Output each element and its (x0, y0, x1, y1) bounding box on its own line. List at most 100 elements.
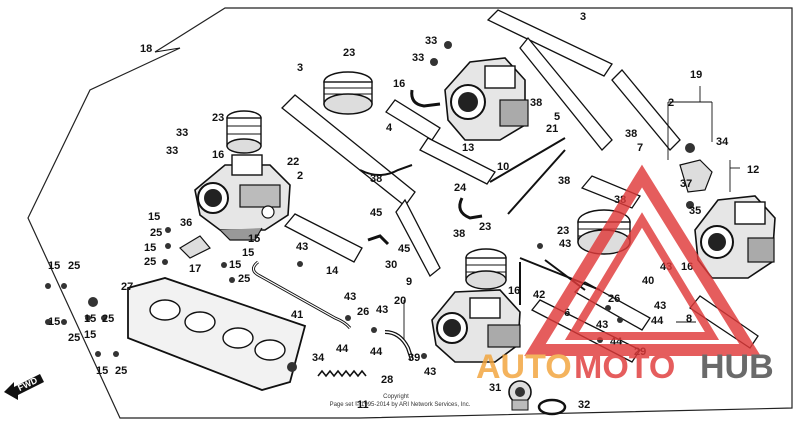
callout-30: 30 (385, 259, 397, 271)
callout-42: 42 (533, 289, 545, 301)
callout-2: 2 (297, 170, 303, 182)
callout-15: 15 (248, 233, 260, 245)
callout-43: 43 (559, 238, 571, 250)
callout-15: 15 (84, 329, 96, 341)
callout-44: 44 (336, 343, 349, 355)
callout-43: 43 (376, 304, 388, 316)
callout-33: 33 (166, 145, 178, 157)
callout-41: 41 (291, 309, 303, 321)
callout-15: 15 (48, 316, 60, 328)
callout-24: 24 (454, 182, 467, 194)
right-carburetor (577, 143, 776, 279)
callout-12: 12 (747, 164, 759, 176)
callout-20: 20 (394, 295, 406, 307)
callout-38: 38 (370, 173, 382, 185)
callout-34: 34 (716, 136, 729, 148)
callout-16: 16 (393, 78, 405, 90)
callout-35: 35 (689, 205, 701, 217)
callout-32: 32 (578, 399, 590, 411)
linkage-rods (359, 137, 601, 305)
callout-10: 10 (497, 161, 509, 173)
watermark-auto: AUTO (476, 348, 572, 386)
bracket (179, 235, 211, 259)
callout-4: 4 (386, 122, 393, 134)
callout-15: 15 (144, 242, 156, 254)
copyright-line-2: Page set © 1995-2014 by ARI Network Serv… (330, 401, 471, 408)
callout-38: 38 (558, 175, 570, 187)
callout-16: 16 (212, 149, 224, 161)
callout-19: 19 (690, 69, 702, 81)
callout-13: 13 (462, 142, 474, 154)
callout-34: 34 (312, 352, 325, 364)
callout-17: 17 (189, 263, 201, 275)
watermark-hub: HUB (700, 348, 774, 386)
callout-18: 18 (140, 43, 152, 55)
watermark-logo: AUTO MOTO HUB (476, 164, 774, 386)
callout-15: 15 (148, 211, 160, 223)
callout-43: 43 (344, 291, 356, 303)
callout-9: 9 (406, 276, 412, 288)
callout-38: 38 (453, 228, 465, 240)
callout-15: 15 (96, 365, 108, 377)
callout-27: 27 (121, 281, 133, 293)
callout-43: 43 (654, 300, 666, 312)
left-carburetor (194, 110, 291, 241)
callout-28: 28 (381, 374, 393, 386)
callout-3: 3 (580, 11, 586, 23)
callout-3: 3 (297, 62, 303, 74)
callout-15: 15 (242, 247, 254, 259)
callout-45: 45 (398, 243, 410, 255)
fuel-line-inner (252, 261, 351, 329)
callout-31: 31 (489, 382, 501, 394)
forward-arrow (4, 374, 44, 400)
callout-22: 22 (287, 156, 299, 168)
callout-15: 15 (84, 313, 96, 325)
callout-43: 43 (424, 366, 436, 378)
callout-43: 43 (596, 319, 608, 331)
callout-25: 25 (102, 313, 114, 325)
callout-15: 15 (229, 259, 241, 271)
callout-25: 25 (68, 260, 80, 272)
callout-44: 44 (370, 346, 383, 358)
throttle-sensor (508, 380, 532, 411)
callout-26: 26 (357, 306, 369, 318)
callout-33: 33 (176, 127, 188, 139)
callout-25: 25 (68, 332, 80, 344)
callout-25: 25 (144, 256, 156, 268)
callout-25: 25 (150, 227, 162, 239)
callout-11: 11 (357, 399, 369, 411)
assembly-boundary (27, 7, 793, 419)
callout-44: 44 (651, 315, 664, 327)
callout-23: 23 (343, 47, 355, 59)
callout-43: 43 (296, 241, 308, 253)
callout-16: 16 (508, 285, 520, 297)
leader-lines (154, 47, 740, 340)
callout-40: 40 (642, 275, 654, 287)
callout-5: 5 (554, 111, 560, 123)
callout-26: 26 (608, 293, 620, 305)
callout-23: 23 (212, 112, 224, 124)
callout-39: 39 (408, 352, 420, 364)
coil-spring (317, 369, 367, 378)
callout-25: 25 (238, 273, 250, 285)
watermark-moto: MOTO (574, 348, 675, 386)
callout-7: 7 (637, 142, 643, 154)
callout-23: 23 (557, 225, 569, 237)
callout-15: 15 (48, 260, 60, 272)
callout-14: 14 (326, 265, 339, 277)
callout-6: 6 (564, 307, 570, 319)
callout-8: 8 (686, 313, 692, 325)
callout-25: 25 (115, 365, 127, 377)
callout-33: 33 (425, 35, 437, 47)
callout-36: 36 (180, 217, 192, 229)
callout-33: 33 (412, 52, 424, 64)
callout-38: 38 (625, 128, 637, 140)
callout-37: 37 (680, 178, 692, 190)
callout-21: 21 (546, 123, 558, 135)
top-center-carburetor (323, 41, 529, 141)
air-box (88, 277, 307, 391)
callout-23: 23 (479, 221, 491, 233)
